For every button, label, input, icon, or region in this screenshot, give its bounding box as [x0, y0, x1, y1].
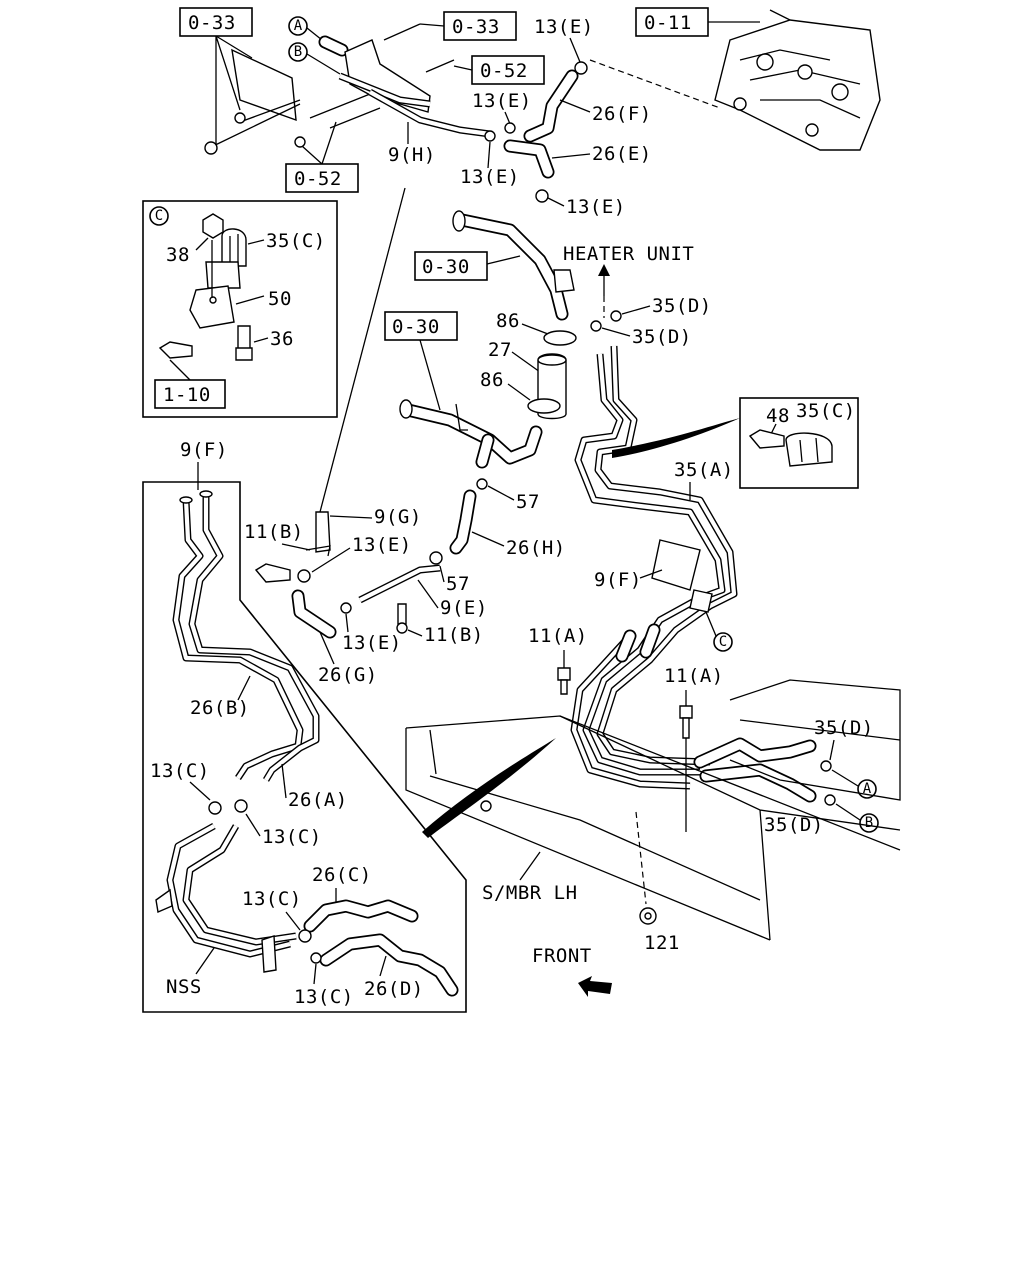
label-13c-2: 13(C) [262, 826, 322, 848]
label-86-b: 86 [480, 369, 504, 391]
label-35d-2: 35(D) [632, 326, 692, 348]
marker-a-main: A [863, 781, 872, 797]
upper-hoses: 13(E) 26(F) 13(E) 26(E) 13(E) 13(E) [460, 16, 652, 218]
label-13e-3: 13(E) [460, 166, 520, 188]
ref-0-52-b-label: 0-52 [294, 168, 342, 190]
label-48: 48 [766, 405, 790, 427]
ref-0-30-b-label: 0-30 [392, 316, 440, 338]
marker-c-main: C [719, 634, 727, 650]
ref-0-33-b-label: 0-33 [452, 16, 500, 38]
label-11b-1: 11(B) [244, 521, 304, 543]
label-13c-1: 13(C) [150, 760, 210, 782]
heater-pipes-center: 0-30 HEATER UNIT 86 27 86 0-30 57 [319, 187, 694, 559]
inset-c-bracket: C 38 35(C) 50 36 1-10 [142, 200, 338, 418]
label-26e: 26(E) [592, 143, 652, 165]
label-11a-1: 11(A) [528, 625, 588, 647]
label-27: 27 [488, 339, 512, 361]
ref-box-0-30-b [384, 311, 458, 341]
marker-a-top: A [294, 18, 303, 34]
label-11b-2: 11(B) [424, 624, 484, 646]
label-50: 50 [268, 288, 292, 310]
label-86-a: 86 [496, 310, 520, 332]
label-35d-4: 35(D) [764, 814, 824, 836]
label-13e-4: 13(E) [566, 196, 626, 218]
label-57-top: 57 [516, 491, 540, 513]
label-9f-right: 9(F) [594, 569, 642, 591]
smbr-label: S/MBR LH [482, 882, 578, 904]
label-9e: 9(E) [440, 597, 488, 619]
nss-inset: 9(F) 26(B) 13(C) 26(A) 13(C) 26(C) 13(C) [142, 439, 467, 1013]
frame-member: S/MBR LH 121 [405, 679, 901, 954]
marker-b-main: B [865, 815, 873, 831]
label-26a: 26(A) [288, 789, 348, 811]
ref-box-0-30-a [414, 251, 488, 281]
engine-block: 0-11 [589, 7, 881, 151]
label-26g: 26(G) [318, 664, 378, 686]
label-38: 38 [166, 244, 190, 266]
label-13e-2: 13(E) [472, 90, 532, 112]
front-indicator: FRONT [532, 945, 612, 997]
label-26f: 26(F) [592, 103, 652, 125]
label-26c: 26(C) [312, 864, 372, 886]
label-35c-top: 35(C) [266, 230, 326, 252]
ref-0-33-a-label: 0-33 [188, 12, 236, 34]
label-36: 36 [270, 328, 294, 350]
ref-0-30-a-label: 0-30 [422, 256, 470, 278]
marker-c-inset: C [155, 208, 163, 224]
label-35a: 35(A) [674, 459, 734, 481]
label-57-bottom: 57 [446, 573, 470, 595]
marker-b-top: B [294, 44, 302, 60]
heater-unit-label: HEATER UNIT [563, 243, 694, 265]
label-26d: 26(D) [364, 978, 424, 1000]
label-13e-6: 13(E) [342, 632, 402, 654]
front-arrow-icon [578, 976, 612, 997]
ref-0-11-label: 0-11 [644, 12, 692, 34]
label-9g: 9(G) [374, 506, 422, 528]
label-13e-5: 13(E) [352, 534, 412, 556]
label-35d-1: 35(D) [652, 295, 712, 317]
label-9h: 9(H) [388, 144, 436, 166]
ref-0-52-a-label: 0-52 [480, 60, 528, 82]
label-26h: 26(H) [506, 537, 566, 559]
label-9f-top: 9(F) [180, 439, 228, 461]
ref-1-10-label: 1-10 [163, 384, 211, 406]
label-11a-2: 11(A) [664, 665, 724, 687]
label-35d-3: 35(D) [814, 717, 874, 739]
top-bracket-assembly: 0-33 0-52 A B 0-33 0-52 9(H) [179, 7, 545, 193]
nss-label: NSS [166, 976, 202, 998]
right-pipe-assembly: 35(D) 35(D) 48 35(C) 35(A) 9(F) C 11(A) [528, 295, 879, 836]
front-label: FRONT [532, 945, 592, 967]
center-left-parts: 9(G) 11(B) 13(E) 13(E) 26(G) 57 9(E) 11(… [244, 506, 488, 686]
label-121: 121 [644, 932, 680, 954]
label-35c-right: 35(C) [796, 400, 856, 422]
label-13c-4: 13(C) [294, 986, 354, 1008]
label-13c-3: 13(C) [242, 888, 302, 910]
label-26b: 26(B) [190, 697, 250, 719]
label-13e-1: 13(E) [534, 16, 594, 38]
